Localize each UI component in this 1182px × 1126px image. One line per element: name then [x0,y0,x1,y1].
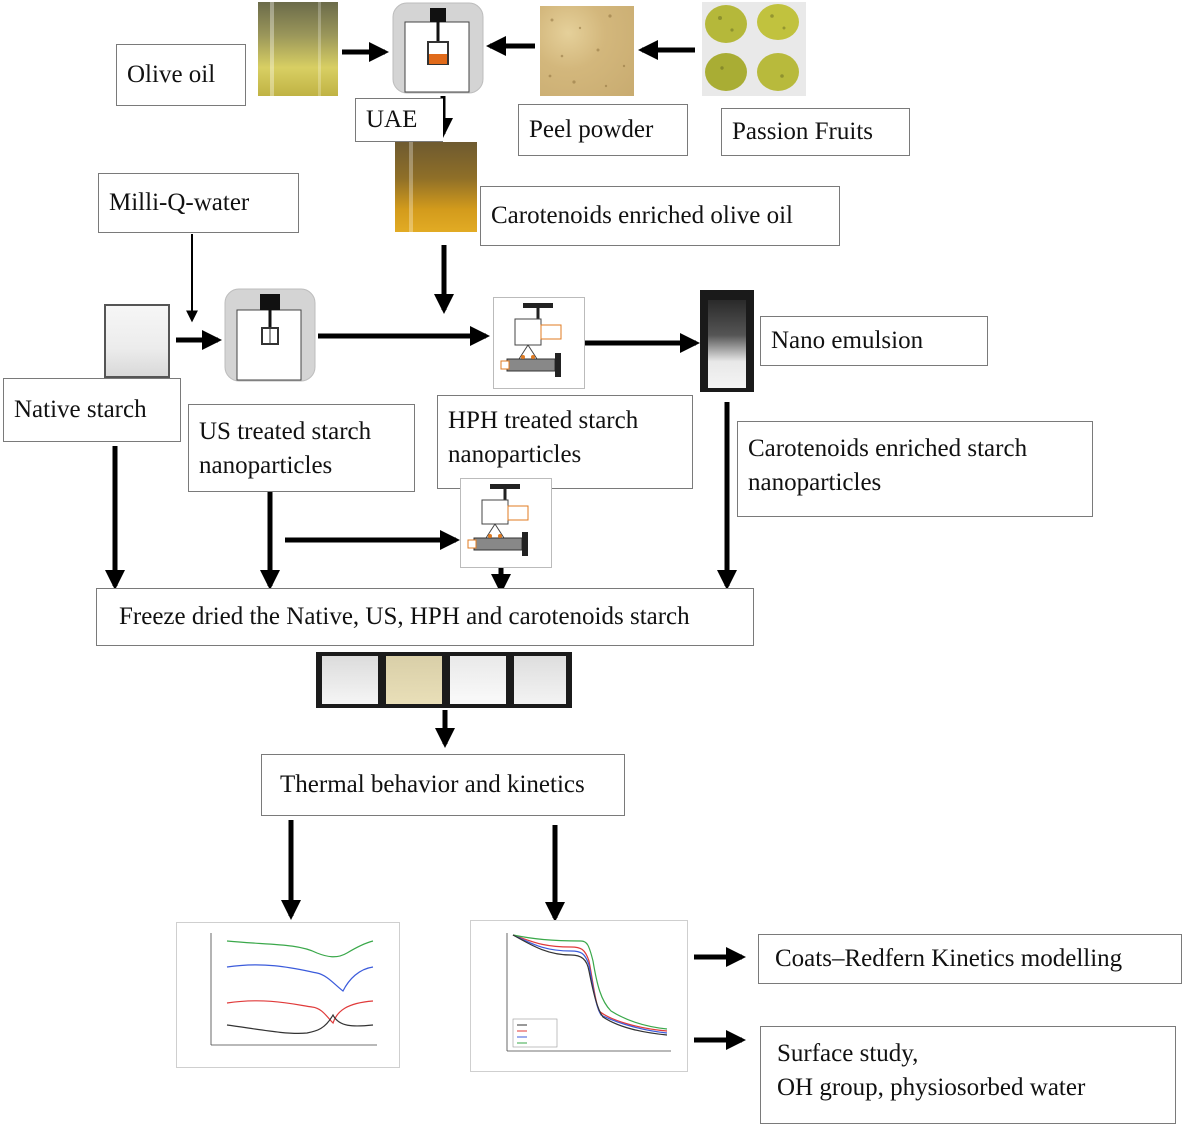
hph-treated-line-1: HPH treated starch [448,407,639,434]
passion-fruits-label: Passion Fruits [721,108,910,156]
peel-powder-text: Peel powder [529,116,654,143]
hph-treated-line-2: nanoparticles [448,441,582,468]
carotenoids-olive-oil-label: Carotenoids enriched olive oil [480,186,840,246]
surface-study-line-2: OH group, physiosorbed water [777,1074,1086,1101]
olive-oil-photo [258,2,338,96]
milli-q-water-text: Milli-Q-water [109,189,250,216]
coats-redfern-label: Coats–Redfern Kinetics modelling [758,934,1182,984]
native-starch-photo [104,304,170,378]
thermal-text: Thermal behavior and kinetics [280,771,585,798]
native-starch-label: Native starch [3,378,181,442]
surface-study-label: Surface study, OH group, physiosorbed wa… [760,1026,1176,1124]
nano-emulsion-photo [700,290,754,392]
milli-q-water-label: Milli-Q-water [98,173,299,233]
carotenoids-starch-label: Carotenoids enriched starch nanoparticle… [737,421,1093,517]
coats-redfern-text: Coats–Redfern Kinetics modelling [775,945,1123,972]
us-treated-label: US treated starch nanoparticles [188,404,415,492]
olive-oil-label: Olive oil [116,44,246,106]
peel-powder-label: Peel powder [518,104,688,156]
dsc-thermogram-thumbnail [176,922,400,1068]
passion-fruits-photo [702,2,806,96]
passion-fruits-text: Passion Fruits [732,118,874,145]
carotenoids-starch-line-2: nanoparticles [748,469,882,496]
native-starch-text: Native starch [14,396,147,423]
carotenoids-olive-oil-text: Carotenoids enriched olive oil [491,202,794,229]
ultrasonicator-icon [224,288,316,382]
uae-text: UAE [366,106,418,133]
uae-label: UAE [355,98,443,142]
nano-emulsion-label: Nano emulsion [760,316,988,366]
us-treated-line-1: US treated starch [199,418,372,445]
freeze-dried-samples-photo [316,652,572,708]
carotenoids-starch-line-1: Carotenoids enriched starch [748,435,1028,462]
peel-powder-photo [540,6,634,96]
us-treated-line-2: nanoparticles [199,452,333,479]
freeze-dried-text: Freeze dried the Native, US, HPH and car… [119,603,690,630]
ultrasonicator-icon [392,2,484,94]
hph-treated-label: HPH treated starch nanoparticles [437,395,693,489]
olive-oil-text: Olive oil [127,61,216,88]
tga-curve-thumbnail [470,920,688,1072]
thermal-label: Thermal behavior and kinetics [261,754,625,816]
enriched-olive-oil-photo [395,142,477,232]
surface-study-line-1: Surface study, [777,1040,919,1067]
high-pressure-homogenizer-icon [493,297,585,389]
nano-emulsion-text: Nano emulsion [771,327,924,354]
high-pressure-homogenizer-icon [460,478,552,568]
freeze-dried-label: Freeze dried the Native, US, HPH and car… [96,588,754,646]
